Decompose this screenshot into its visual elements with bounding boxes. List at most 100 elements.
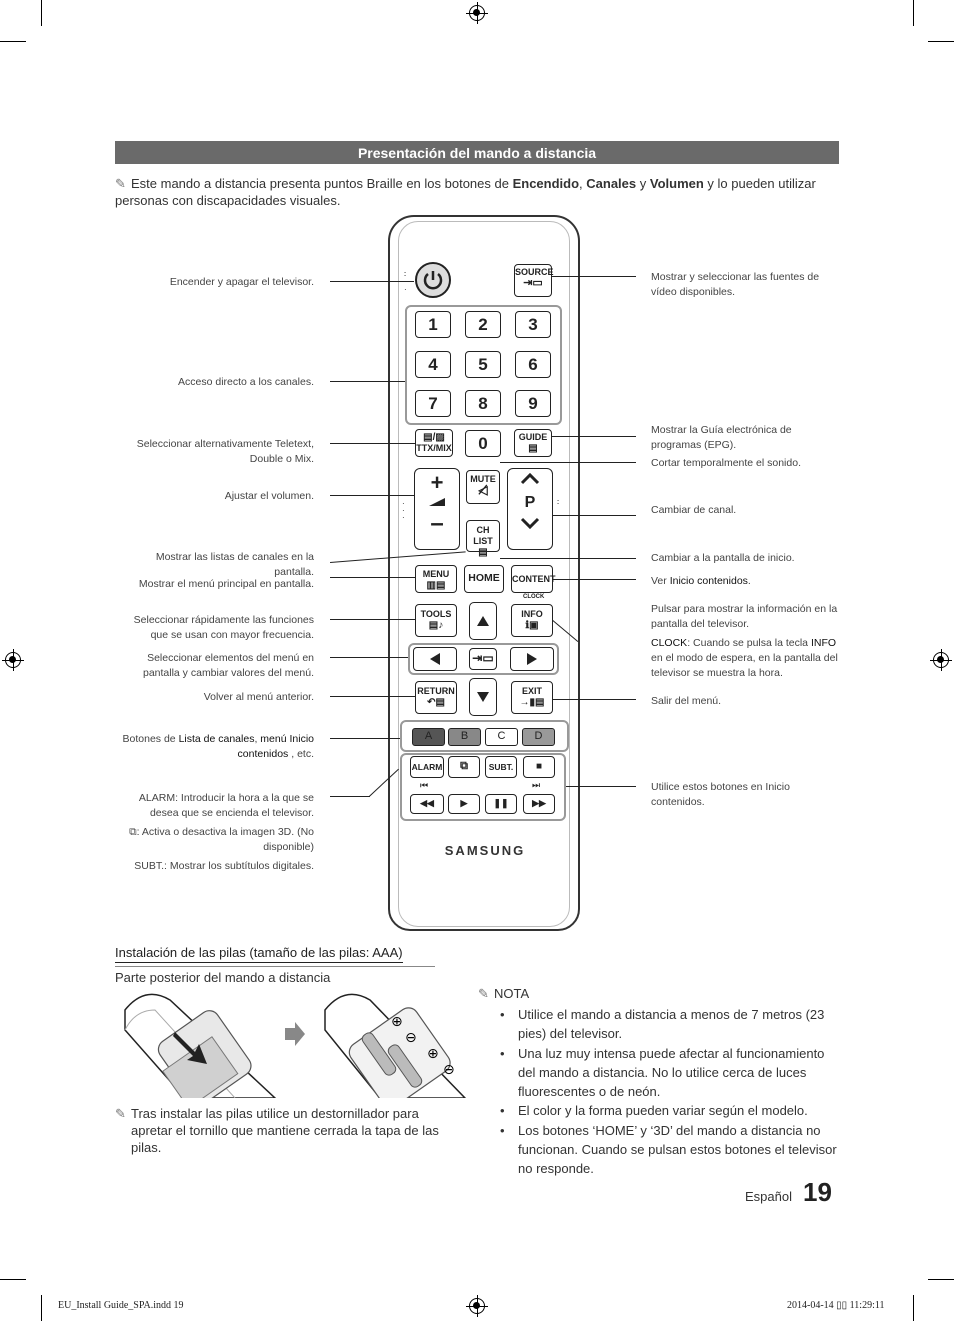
registration-mark-icon (466, 1295, 488, 1317)
label-clock: CLOCK: Cuando se pulsa la tecla INFO en … (651, 637, 838, 679)
label-home: Cambiar a la pantalla de inicio. (651, 552, 795, 564)
arrow-up-button[interactable] (469, 602, 497, 640)
digit-button-8[interactable]: 8 (465, 390, 501, 417)
menu-button[interactable]: MENU ▥▤ (415, 565, 457, 593)
digit-button-1[interactable]: 1 (415, 311, 451, 338)
language-label: Español (745, 1189, 792, 1204)
digit-button-2[interactable]: 2 (465, 311, 501, 338)
label-media: Utilice estos botones en Inicio contenid… (651, 781, 790, 808)
color-button-a[interactable]: A (412, 728, 445, 746)
channel-down-icon[interactable] (520, 517, 540, 530)
volume-down-icon[interactable]: – (430, 510, 444, 537)
volume-rocker[interactable]: + – (414, 468, 460, 550)
digit-button-5[interactable]: 5 (465, 351, 501, 378)
power-button[interactable] (415, 262, 451, 298)
enter-button[interactable]: ⇥▭ (469, 648, 497, 670)
color-button-d[interactable]: D (522, 728, 555, 746)
battery-caption: Parte posterior del mando a distancia (115, 970, 331, 985)
fast-forward-icon: ▶▶ (532, 798, 546, 808)
leader-line (330, 495, 414, 496)
crop-mark (928, 41, 954, 42)
label-arrows: Seleccionar elementos del menú en pantal… (142, 652, 314, 679)
note-list: Utilice el mando a distancia a menos de … (500, 1005, 840, 1179)
leader-line (500, 462, 636, 463)
leader-line (330, 619, 415, 620)
fast-forward-button[interactable]: ▶▶ (523, 794, 555, 814)
alarm-button[interactable]: ALARM (410, 756, 444, 778)
digit-button-9[interactable]: 9 (515, 390, 551, 417)
label-power: Encender y apagar el televisor. (169, 276, 314, 288)
clock-label: CLOCK (523, 594, 545, 600)
note-title: ✎NOTA (478, 986, 530, 1001)
subt-button[interactable]: SUBT. (485, 756, 517, 778)
svg-text:⊕: ⊕ (391, 1014, 403, 1030)
previous-track-icon: ⏮ (420, 780, 429, 790)
footer-timestamp: 2014-04-14 ▯▯ 11:29:11 (787, 1300, 885, 1311)
digit-button-0[interactable]: 0 (465, 430, 501, 457)
leader-line (330, 281, 414, 282)
return-button[interactable]: RETURN ↶▤ (415, 681, 457, 714)
list-icon: ▤ (478, 547, 488, 558)
mute-button[interactable]: MUTE ◁̸ (466, 470, 500, 504)
braille-dots: ∶ (404, 270, 407, 279)
stop-button[interactable]: ■ (523, 756, 555, 778)
guide-button[interactable]: GUIDE ▤ (514, 429, 552, 457)
number-pad-group (405, 305, 562, 425)
divider (115, 966, 435, 967)
return-icon: ↶▤ (427, 697, 445, 708)
label-exit: Salir del menú. (651, 695, 722, 707)
enter-icon: ⇥▭ (472, 651, 494, 665)
menu-icon: ▥▤ (426, 580, 446, 591)
braille-dots: ∶ (557, 498, 560, 507)
arrow-down-icon (477, 692, 489, 702)
leader-line (330, 381, 405, 382)
crop-mark (0, 1279, 26, 1280)
channel-up-icon[interactable] (520, 472, 540, 485)
arrow-right-button[interactable] (510, 647, 554, 671)
ch-list-button[interactable]: CH LIST ▤ (466, 520, 500, 558)
battery-illustration: ⊕ ⊖ ⊕ ⊖ (124, 993, 467, 1098)
digit-button-4[interactable]: 4 (415, 351, 451, 378)
svg-text:⊖: ⊖ (405, 1030, 417, 1046)
info-button[interactable]: INFO ℹ▣ (511, 604, 553, 637)
next-track-icon: ⏭ (532, 780, 541, 790)
mute-icon: ◁̸ (478, 483, 488, 497)
exit-icon: →▮▤ (519, 697, 545, 708)
braille-dots: · (404, 285, 407, 294)
pause-button[interactable]: ❚❚ (485, 794, 517, 814)
arrow-up-icon (477, 616, 489, 626)
ttx-mix-button[interactable]: ▤/▨ TTX/MIX (415, 429, 453, 457)
digit-button-7[interactable]: 7 (415, 390, 451, 417)
intro-paragraph: ✎Este mando a distancia presenta puntos … (115, 176, 816, 208)
color-button-b[interactable]: B (448, 728, 481, 746)
volume-up-icon[interactable]: + (430, 470, 444, 495)
label-content: Ver Inicio contenidos. (651, 575, 751, 587)
exit-button[interactable]: EXIT →▮▤ (511, 681, 553, 714)
play-button[interactable]: ▶ (448, 794, 480, 814)
list-item: El color y la forma pueden variar según … (500, 1101, 840, 1121)
rewind-button[interactable]: ◀◀ (410, 794, 444, 814)
tools-icon: ▤♪ (428, 620, 444, 631)
stop-icon: ■ (535, 761, 543, 772)
pencil-note-icon: ✎ (478, 986, 489, 1001)
arrow-down-button[interactable] (469, 678, 497, 716)
label-alarm: ALARM: Introducir la hora a la que se de… (138, 792, 314, 819)
digit-button-6[interactable]: 6 (515, 351, 551, 378)
registration-mark-icon (2, 649, 24, 671)
channel-rocker[interactable]: P (507, 468, 553, 550)
channel-label: P (524, 494, 536, 511)
crop-mark (913, 1295, 914, 1321)
label-tools: Seleccionar rápidamente las funciones qu… (133, 614, 314, 641)
media-buttons-group (400, 753, 566, 821)
digit-button-3[interactable]: 3 (515, 311, 551, 338)
3d-button[interactable]: ⧉ (448, 756, 480, 778)
content-button[interactable]: CONTENT (511, 565, 556, 593)
source-button[interactable]: SOURCE ⇥▭ (514, 264, 554, 297)
home-button[interactable]: HOME (464, 565, 504, 593)
leader-line (330, 443, 415, 444)
tools-button[interactable]: TOOLS ▤♪ (415, 604, 457, 637)
arrow-left-button[interactable] (413, 647, 457, 671)
leader-line (330, 657, 408, 658)
arrow-left-icon (430, 653, 440, 665)
color-button-c[interactable]: C (485, 728, 518, 746)
